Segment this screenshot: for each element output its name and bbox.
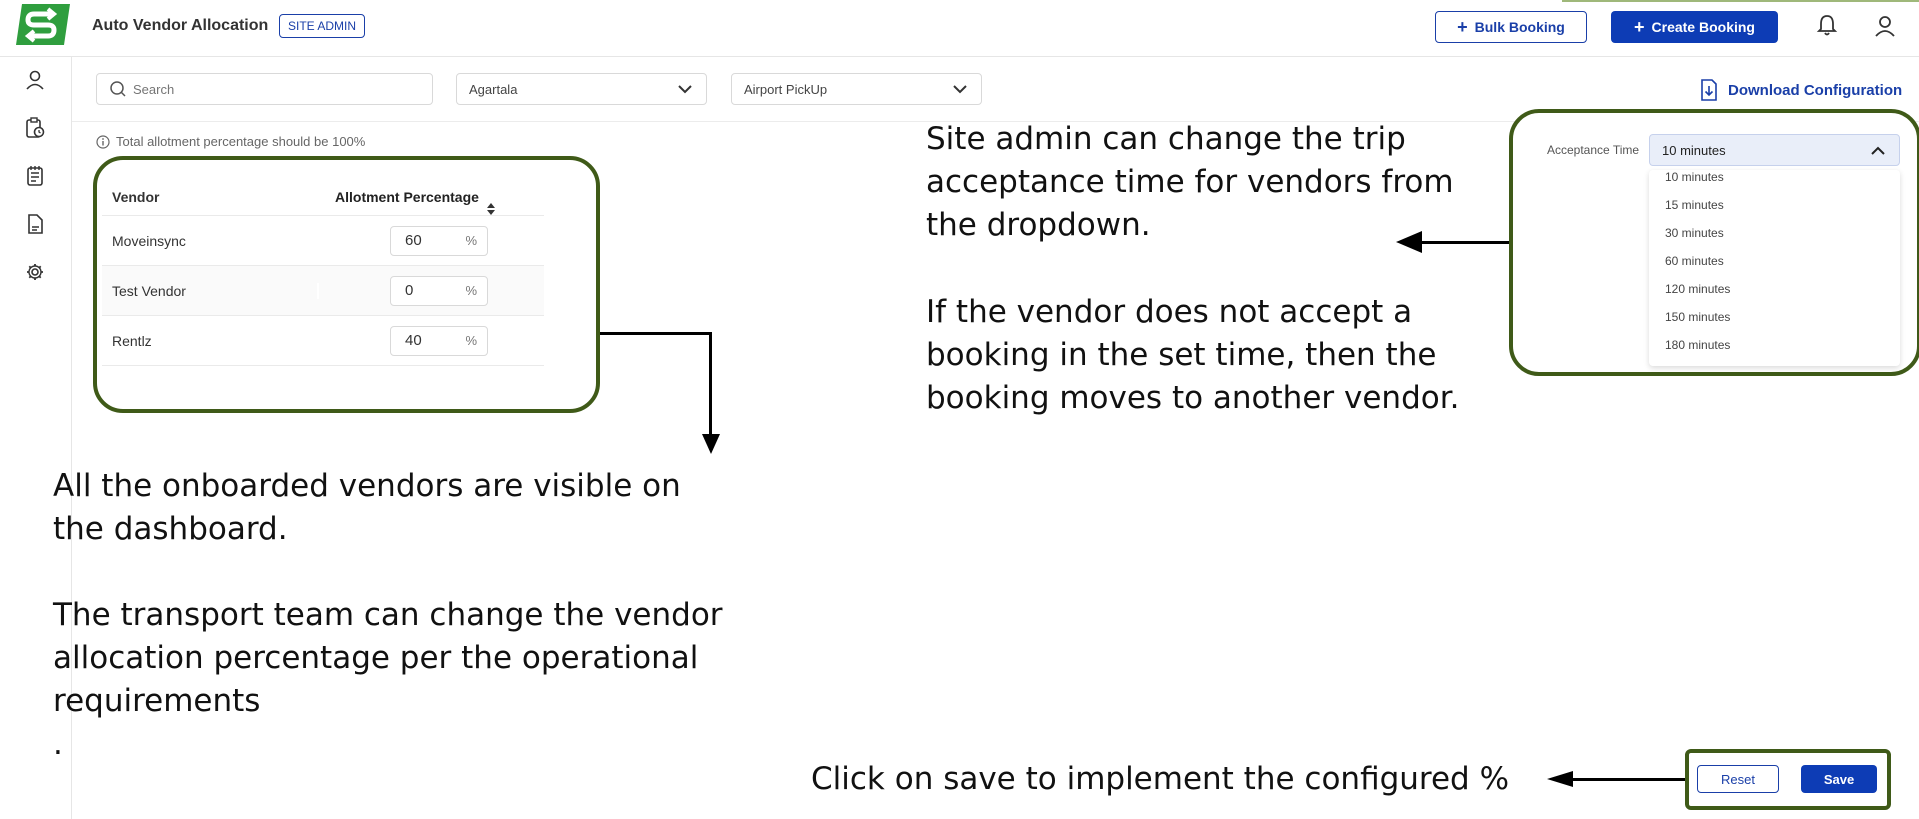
- annotation-line: allocation percentage per the operationa…: [53, 640, 699, 676]
- search-input[interactable]: [133, 81, 413, 97]
- arrow-left-icon: [1396, 231, 1422, 253]
- user-icon[interactable]: [24, 69, 46, 91]
- dropdown-option[interactable]: 15 minutes: [1665, 198, 1724, 212]
- allotment-percentage-input[interactable]: 40 %: [390, 325, 488, 356]
- annotation-line: booking in the set time, then the: [926, 337, 1437, 373]
- percent-unit: %: [465, 283, 477, 298]
- bulk-booking-button[interactable]: + Bulk Booking: [1435, 11, 1587, 43]
- arrow-down-icon: [702, 434, 720, 454]
- annotation-line: acceptance time for vendors from: [926, 164, 1454, 200]
- annotation-vendors: All the onboarded vendors are visible on…: [53, 465, 681, 551]
- plus-icon: +: [1457, 17, 1468, 37]
- connector-line: [1420, 241, 1509, 244]
- allotment-percentage-input[interactable]: 60 %: [390, 225, 488, 256]
- annotation-line: All the onboarded vendors are visible on: [53, 468, 681, 504]
- connector-line: [709, 332, 712, 438]
- acceptance-time-value: 10 minutes: [1662, 142, 1726, 158]
- vendor-name: Moveinsync: [102, 232, 319, 249]
- vendor-table: Vendor Allotment Percentage Moveinsync 6…: [102, 178, 544, 366]
- dropdown-option[interactable]: 60 minutes: [1665, 254, 1724, 268]
- page-title: Auto Vendor Allocation: [92, 17, 269, 34]
- dropdown-option[interactable]: 10 minutes: [1665, 170, 1724, 184]
- trip-type-value: Airport PickUp: [744, 81, 828, 97]
- allotment-percentage-input[interactable]: 0 %: [390, 275, 488, 306]
- app-header: Auto Vendor Allocation SITE ADMIN + Bulk…: [0, 0, 1919, 57]
- dropdown-option[interactable]: 30 minutes: [1665, 226, 1724, 240]
- download-configuration-label: Download Configuration: [1728, 81, 1903, 99]
- chevron-down-icon: [953, 84, 967, 93]
- notepad-icon[interactable]: [24, 165, 46, 187]
- download-configuration-link[interactable]: Download Configuration: [1700, 79, 1902, 101]
- arrow-left-icon: [1547, 771, 1573, 787]
- bell-icon[interactable]: [1816, 13, 1838, 37]
- annotation-line: the dashboard.: [53, 511, 288, 547]
- role-badge: SITE ADMIN: [279, 14, 366, 38]
- vendor-name: Test Vendor: [102, 282, 319, 299]
- annotation-line: the dropdown.: [926, 207, 1151, 243]
- annotation-line: Site admin can change the trip: [926, 121, 1406, 157]
- allotment-percentage-value: 0: [405, 282, 414, 299]
- annotation-transport-team: The transport team can change the vendor…: [53, 594, 723, 766]
- annotation-line: .: [53, 726, 63, 762]
- dropdown-option[interactable]: 150 minutes: [1665, 310, 1731, 324]
- allotment-note: Total allotment percentage should be 100…: [96, 134, 365, 149]
- annotation-line: booking moves to another vendor.: [926, 380, 1460, 416]
- column-header-vendor: Vendor: [112, 188, 160, 205]
- allotment-percentage-value: 40: [405, 332, 422, 349]
- annotation-reassign: If the vendor does not accept a booking …: [926, 291, 1459, 420]
- table-row: Test Vendor 0 %: [102, 266, 544, 316]
- save-button[interactable]: Save: [1801, 765, 1877, 793]
- gear-icon[interactable]: [24, 261, 46, 283]
- create-booking-button[interactable]: + Create Booking: [1611, 11, 1778, 43]
- annotation-line: requirements: [53, 683, 261, 719]
- annotation-line: The transport team can change the vendor: [53, 597, 723, 633]
- search-box[interactable]: [96, 73, 433, 105]
- trip-type-select[interactable]: Airport PickUp: [731, 73, 982, 105]
- annotation-line: If the vendor does not accept a: [926, 294, 1413, 330]
- app-logo-icon[interactable]: [14, 2, 72, 47]
- sidebar: [0, 57, 72, 819]
- percent-unit: %: [465, 233, 477, 248]
- allotment-note-text: Total allotment percentage should be 100…: [116, 134, 366, 149]
- create-booking-label: Create Booking: [1651, 19, 1755, 35]
- vendor-table-header: Vendor Allotment Percentage: [102, 178, 544, 216]
- info-icon: [96, 134, 110, 149]
- bulk-booking-label: Bulk Booking: [1474, 19, 1565, 35]
- reset-button[interactable]: Reset: [1697, 765, 1779, 793]
- dropdown-option[interactable]: 120 minutes: [1665, 282, 1731, 296]
- acceptance-time-label: Acceptance Time: [1547, 143, 1640, 157]
- filter-bar: Agartala Airport PickUp Download Configu…: [72, 57, 1919, 122]
- table-row: Rentlz 40 %: [102, 316, 544, 366]
- plus-icon: +: [1634, 17, 1645, 37]
- sort-icon[interactable]: [486, 202, 496, 216]
- annotation-site-admin: Site admin can change the trip acceptanc…: [926, 118, 1454, 247]
- download-icon: [1701, 79, 1717, 101]
- city-select-value: Agartala: [469, 81, 518, 97]
- annotation-save-hint: Click on save to implement the configure…: [811, 761, 1510, 797]
- footer-actions-highlight: [1685, 749, 1891, 810]
- city-select[interactable]: Agartala: [456, 73, 707, 105]
- chevron-down-icon: [678, 84, 692, 93]
- allotment-percentage-value: 60: [405, 232, 422, 249]
- top-accent-line: [1562, 0, 1919, 2]
- acceptance-time-options: 10 minutes 15 minutes 30 minutes 60 minu…: [1649, 170, 1900, 366]
- acceptance-time-select[interactable]: 10 minutes: [1649, 134, 1900, 166]
- column-header-allotment[interactable]: Allotment Percentage: [319, 188, 544, 215]
- search-icon: [110, 81, 126, 97]
- vendor-table-highlight: [93, 156, 600, 413]
- dropdown-option[interactable]: 180 minutes: [1665, 338, 1731, 352]
- document-icon[interactable]: [24, 213, 46, 235]
- connector-line: [600, 332, 712, 335]
- connector-line: [1570, 778, 1685, 781]
- chevron-up-icon: [1871, 146, 1885, 155]
- user-icon[interactable]: [1873, 14, 1897, 38]
- column-header-allotment-label: Allotment Percentage: [335, 188, 479, 205]
- vendor-name: Rentlz: [102, 332, 319, 349]
- clipboard-clock-icon[interactable]: [24, 117, 46, 139]
- percent-unit: %: [465, 333, 477, 348]
- table-row: Moveinsync 60 %: [102, 216, 544, 266]
